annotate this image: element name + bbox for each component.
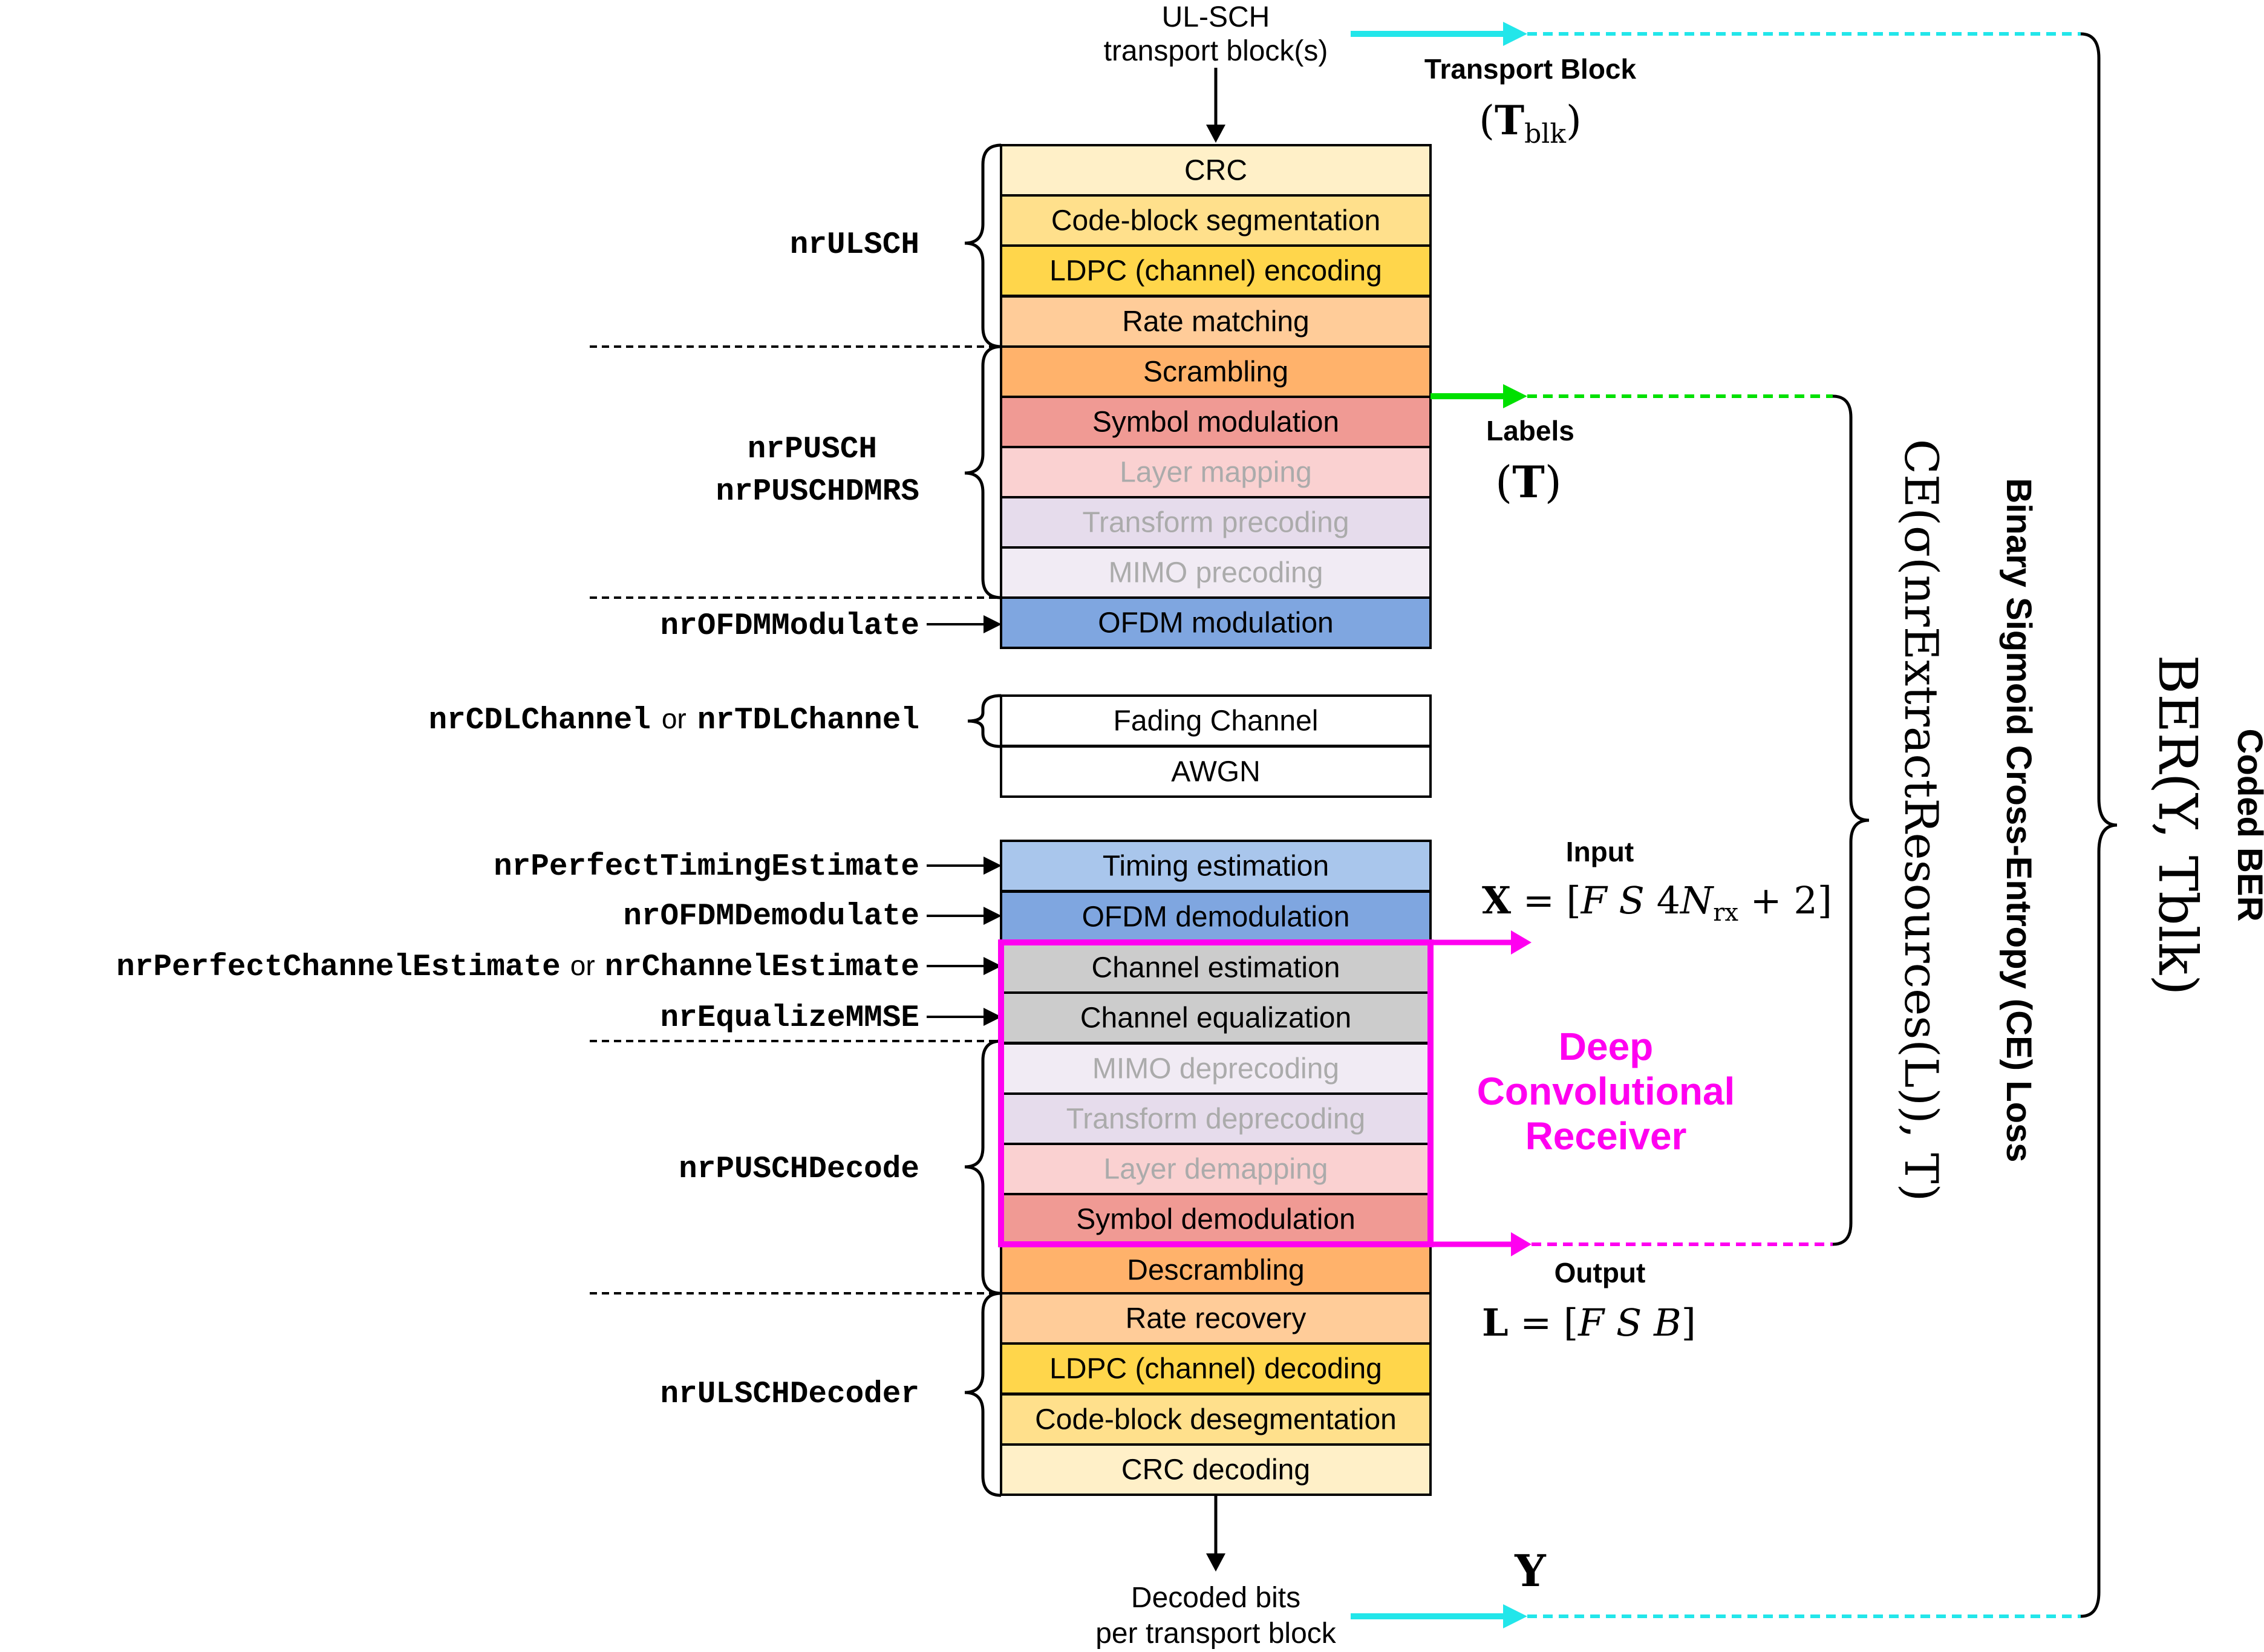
block-label-mimo-deprecoding: MIMO deprecoding <box>1092 1053 1339 1085</box>
t-symbol: (T) <box>1495 456 1562 508</box>
block-label-ofdm-demodulation: OFDM demodulation <box>1082 901 1350 933</box>
block-label-code-block-segmentation: Code-block segmentation <box>1051 205 1380 237</box>
arrow-timing-head <box>984 857 1002 875</box>
coded-ber-title: Coded BER <box>2230 729 2264 922</box>
brace-channel <box>967 694 1002 748</box>
block-label-ldpc-decoding: LDPC (channel) decoding <box>1049 1353 1382 1385</box>
block-label-symbol-modulation: Symbol modulation <box>1092 406 1339 439</box>
block-label-ofdm-modulation: OFDM modulation <box>1098 607 1333 639</box>
block-label-channel-estimation: Channel estimation <box>1092 952 1340 984</box>
block-label-ldpc-encoding: LDPC (channel) encoding <box>1049 255 1382 287</box>
brace-nrulsch <box>964 143 1002 348</box>
block-awgn <box>1000 745 1432 798</box>
block-layer-mapping <box>1000 446 1432 498</box>
output-label: Output <box>1554 1257 1646 1288</box>
brace-nrpuschdecode <box>964 1039 1002 1295</box>
fn-or-1: or <box>662 703 687 734</box>
ulsch-input-label-line2: transport block(s) <box>1104 35 1328 67</box>
y-symbol: Y <box>1514 1545 1547 1596</box>
deep-receiver-label-line3: Receiver <box>1525 1114 1687 1158</box>
block-layer-demapping <box>1000 1143 1432 1195</box>
block-fading-channel <box>1000 694 1432 747</box>
block-label-mimo-precoding: MIMO precoding <box>1109 557 1323 589</box>
block-label-transform-deprecoding: Transform deprecoding <box>1066 1103 1365 1135</box>
x-equation: X = [F S 4Nrx + 2] <box>1482 878 1832 927</box>
block-ofdm-demodulation <box>1000 890 1432 943</box>
y-arrowhead-cyan <box>1503 1604 1527 1628</box>
brace-nrulschdecoder <box>964 1291 1002 1497</box>
block-label-scrambling: Scrambling <box>1143 356 1288 388</box>
fn-or-2: or <box>570 950 595 981</box>
block-ofdm-modulation <box>1000 596 1432 649</box>
fn-channel-estimate: nrPerfectChannelEstimate or nrChannelEstim… <box>116 950 919 985</box>
labels-arrowhead-green <box>1503 384 1527 408</box>
ce-loss-title: Binary Sigmoid Cross-Entropy (CE) Loss <box>1999 478 2038 1162</box>
block-label-symbol-demodulation: Symbol demodulation <box>1076 1204 1355 1236</box>
arrow-equalize-head <box>984 1008 1002 1026</box>
transport-block-label: Transport Block <box>1424 53 1637 85</box>
block-code-block-segmentation <box>1000 194 1432 247</box>
fn-nrofdmdemodulate: nrOFDMDemodulate <box>623 899 919 934</box>
arrow-ofdmmodulate-head <box>984 615 1002 633</box>
block-label-channel-equalization: Channel equalization <box>1080 1002 1351 1034</box>
block-mimo-precoding <box>1000 546 1432 599</box>
input-arrowhead <box>1206 125 1225 143</box>
fn-nrperfecttimingestimate: nrPerfectTimingEstimate <box>494 850 919 884</box>
block-code-block-desegmentation <box>1000 1393 1432 1446</box>
tblk-symbol: (Tblk) <box>1479 97 1582 149</box>
output-arrowhead <box>1206 1553 1225 1572</box>
fn-nrperfectchannelestimate: nrPerfectChannelEstimate <box>116 950 561 985</box>
fn-nrpusch: nrPUSCH <box>748 433 877 467</box>
output-arrowhead-magenta <box>1511 1232 1532 1256</box>
block-label-descrambling: Descrambling <box>1127 1255 1304 1287</box>
input-arrowhead-magenta <box>1511 930 1532 955</box>
brace-ce-loss <box>1832 394 1870 1246</box>
block-label-transform-precoding: Transform precoding <box>1082 507 1349 539</box>
decoded-bits-label-line1: Decoded bits <box>1131 1582 1300 1614</box>
block-label-rate-recovery: Rate recovery <box>1126 1303 1307 1335</box>
block-label-layer-mapping: Layer mapping <box>1120 457 1312 489</box>
labels-label: Labels <box>1486 415 1574 446</box>
fn-nrequalizemmse: nrEqualizeMMSE <box>661 1001 919 1036</box>
input-label: Input <box>1566 836 1634 867</box>
block-crc-decoding <box>1000 1443 1432 1496</box>
fn-nrpuschdecode: nrPUSCHDecode <box>679 1152 919 1187</box>
fn-nrchannelestimate: nrChannelEstimate <box>605 950 919 985</box>
fn-nrulschdecoder: nrULSCHDecoder <box>661 1377 919 1412</box>
ulsch-input-label-line1: UL-SCH <box>1162 1 1270 33</box>
fn-nrtdlchannel: nrTDLChannel <box>697 704 919 738</box>
block-label-fading-channel: Fading Channel <box>1114 705 1319 737</box>
block-label-awgn: AWGN <box>1171 756 1261 788</box>
tb-arrowhead-cyan <box>1503 22 1527 46</box>
fn-nrulsch: nrULSCH <box>790 228 919 263</box>
block-label-code-block-desegmentation: Code-block desegmentation <box>1035 1404 1397 1436</box>
decoded-bits-label-line2: per transport block <box>1095 1618 1337 1650</box>
arrow-chanest-head <box>984 957 1002 975</box>
block-label-layer-demapping: Layer demapping <box>1104 1154 1328 1186</box>
block-symbol-modulation <box>1000 396 1432 448</box>
l-equation: L = [F S B] <box>1482 1301 1696 1345</box>
block-transform-precoding <box>1000 496 1432 549</box>
brace-coded-ber <box>2080 32 2118 1618</box>
ce-loss-expression: CE(σ(nrExtractResources(L)), T) <box>1894 439 1948 1202</box>
deep-receiver-box <box>998 939 1434 1247</box>
arrow-ofdmdemod-head <box>984 907 1002 925</box>
deep-receiver-label-line1: Deep <box>1559 1025 1654 1068</box>
brace-nrpusch <box>964 345 1002 599</box>
fn-nrpuschdmrs: nrPUSCHDMRS <box>716 475 919 509</box>
deep-receiver-label-line2: Convolutional <box>1477 1069 1735 1113</box>
block-label-rate-matching: Rate matching <box>1122 306 1310 338</box>
block-label-crc: CRC <box>1184 155 1247 187</box>
block-label-timing-estimation: Timing estimation <box>1103 850 1329 883</box>
fn-channel: nrCDLChannel or nrTDLChannel <box>429 703 919 738</box>
fn-nrcdlchannel: nrCDLChannel <box>429 704 651 738</box>
fn-nrofdmmodulate: nrOFDMModulate <box>661 609 919 644</box>
block-scrambling <box>1000 345 1432 398</box>
ber-expression: BER(Y, Tblk) <box>2147 655 2209 995</box>
block-label-crc-decoding: CRC decoding <box>1121 1454 1310 1486</box>
